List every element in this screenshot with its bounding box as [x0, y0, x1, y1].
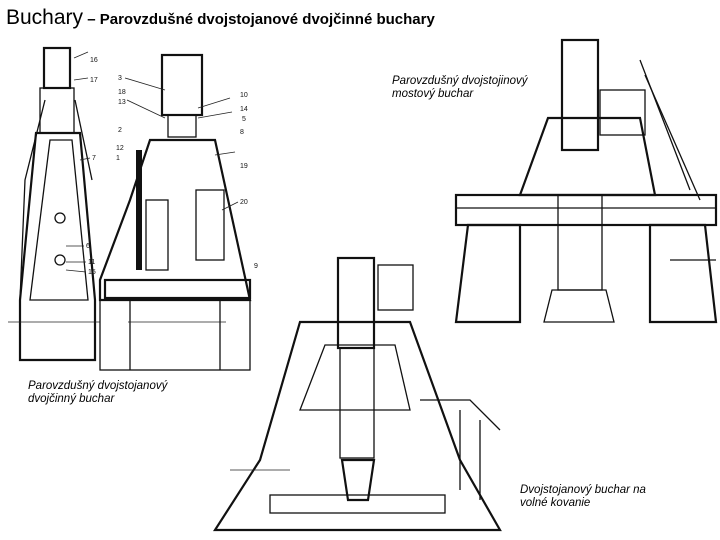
title-sub: – Parovzdušné dvojstojanové dvojčinné bu… — [83, 11, 435, 28]
slide-title: Buchary – Parovzdušné dvojstojanové dvoj… — [6, 6, 435, 30]
part-label: 16 — [90, 57, 98, 64]
part-label: 7 — [92, 155, 96, 162]
part-label: 20 — [240, 199, 248, 206]
part-label: 13 — [118, 99, 126, 106]
title-main: Buchary — [6, 6, 84, 29]
part-label: 9 — [254, 263, 258, 270]
part-label: 11 — [88, 259, 95, 266]
part-label: 6 — [86, 243, 90, 250]
front-section-drawing: 3 18 13 2 12 1 10 14 5 8 19 20 9 — [98, 53, 258, 371]
side-view-drawing: 16 17 7 6 11 15 — [8, 46, 100, 362]
part-label: 15 — [88, 269, 96, 276]
caption-forging-hammer: Dvojstojanový buchar na volné kovanie — [520, 484, 646, 509]
part-label: 10 — [240, 92, 248, 99]
part-label: 14 — [240, 106, 248, 113]
part-label: 2 — [118, 127, 122, 134]
part-label: 17 — [90, 77, 98, 84]
part-label: 19 — [240, 163, 248, 170]
part-label: 1 — [116, 155, 120, 162]
caption-double-column-hammer: Parovzdušný dvojstojanový dvojčinný buch… — [28, 380, 168, 405]
part-label: 18 — [118, 89, 126, 96]
caption-bridge-hammer: Parovzdušný dvojstojinový mostový buchar — [392, 75, 528, 100]
part-label: 5 — [242, 116, 246, 123]
part-label: 3 — [118, 75, 122, 82]
part-label: 12 — [116, 145, 124, 152]
part-label: 8 — [240, 129, 244, 136]
